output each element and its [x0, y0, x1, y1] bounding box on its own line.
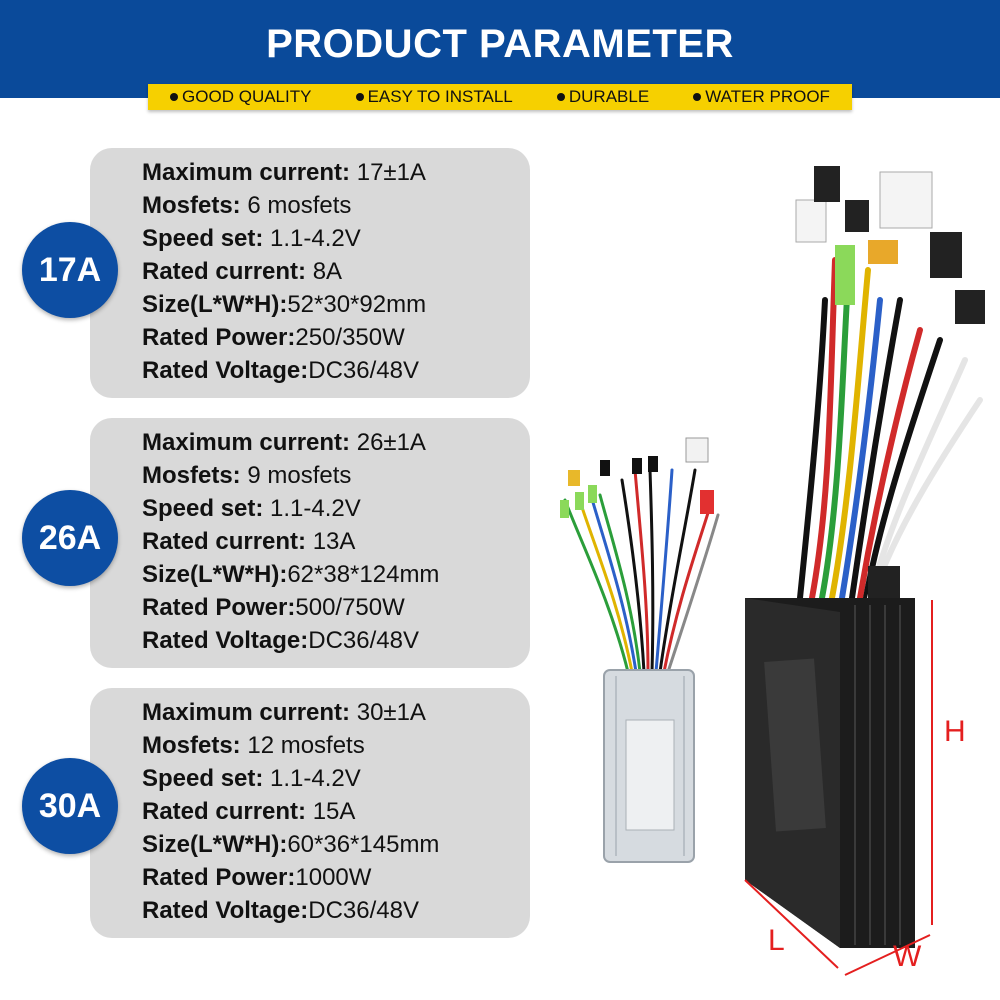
spec-row-rated-power: Rated Power:250/350W: [142, 324, 405, 351]
spec-card-26a: Maximum current: 26±1A Mosfets: 9 mosfet…: [90, 418, 530, 668]
spec-row-size: Size(L*W*H):60*36*145mm: [142, 831, 440, 858]
spec-row-max-current: Maximum current: 26±1A: [142, 429, 426, 456]
badge-30a: 30A: [22, 758, 118, 854]
spec-row-mosfets: Mosfets: 6 mosfets: [142, 192, 352, 219]
bullet-icon: [355, 93, 364, 101]
spec-row-speed-set: Speed set: 1.1-4.2V: [142, 495, 361, 522]
spec-row-rated-voltage: Rated Voltage:DC36/48V: [142, 897, 419, 924]
spec-row-rated-current: Rated current: 8A: [142, 258, 343, 285]
spec-row-rated-voltage: Rated Voltage:DC36/48V: [142, 627, 419, 654]
bullet-icon: [170, 93, 179, 101]
spec-row-size: Size(L*W*H):52*30*92mm: [142, 291, 427, 318]
spec-row-rated-current: Rated current: 15A: [142, 798, 356, 825]
bullet-icon: [556, 93, 565, 101]
spec-card-17a: Maximum current: 17±1A Mosfets: 6 mosfet…: [90, 148, 530, 398]
spec-row-speed-set: Speed set: 1.1-4.2V: [142, 225, 361, 252]
feature-easy-install: EASY TO INSTALL: [355, 87, 513, 107]
spec-row-rated-power: Rated Power:1000W: [142, 864, 372, 891]
spec-row-rated-power: Rated Power:500/750W: [142, 594, 405, 621]
large-controller-image: [745, 166, 985, 948]
spec-list: Maximum current: 17±1A Mosfets: 6 mosfet…: [142, 156, 426, 387]
badge-17a: 17A: [22, 222, 118, 318]
spec-row-max-current: Maximum current: 17±1A: [142, 159, 426, 186]
dimension-label-length: L: [768, 924, 785, 957]
spec-card-30a: Maximum current: 30±1A Mosfets: 12 mosfe…: [90, 688, 530, 938]
dimension-label-height: H: [944, 715, 966, 748]
spec-row-speed-set: Speed set: 1.1-4.2V: [142, 765, 361, 792]
badge-26a: 26A: [22, 490, 118, 586]
spec-list: Maximum current: 30±1A Mosfets: 12 mosfe…: [142, 696, 439, 927]
spec-row-mosfets: Mosfets: 9 mosfets: [142, 462, 352, 489]
spec-list: Maximum current: 26±1A Mosfets: 9 mosfet…: [142, 426, 439, 657]
feature-bar: GOOD QUALITY EASY TO INSTALL DURABLE WAT…: [148, 84, 852, 110]
dimension-label-width: W: [893, 940, 922, 973]
bullet-icon: [693, 93, 702, 101]
spec-row-rated-voltage: Rated Voltage:DC36/48V: [142, 357, 419, 384]
spec-row-max-current: Maximum current: 30±1A: [142, 699, 426, 726]
header-banner: PRODUCT PARAMETER: [0, 0, 1000, 98]
spec-row-mosfets: Mosfets: 12 mosfets: [142, 732, 365, 759]
spec-row-rated-current: Rated current: 13A: [142, 528, 356, 555]
feature-good-quality: GOOD QUALITY: [170, 87, 311, 107]
dimension-lines: [744, 600, 933, 976]
spec-row-size: Size(L*W*H):62*38*124mm: [142, 561, 440, 588]
page-title: PRODUCT PARAMETER: [266, 22, 734, 66]
small-controller-image: [560, 437, 720, 863]
feature-water-proof: WATER PROOF: [693, 87, 830, 107]
feature-durable: DURABLE: [556, 87, 649, 107]
